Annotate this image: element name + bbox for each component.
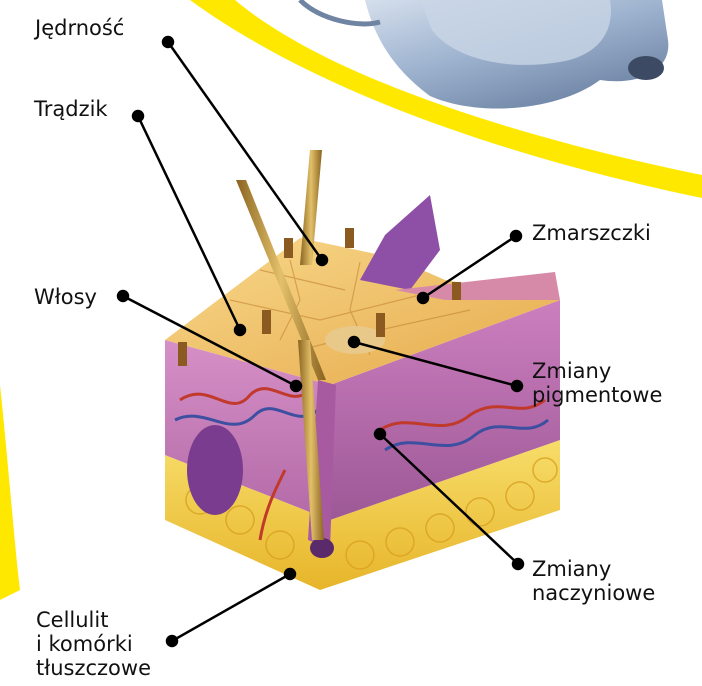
yellow-band-left [0, 385, 20, 600]
label-cellulit: Cellulit i komórki tłuszczowe [36, 608, 151, 680]
label-tradzik: Trądzik [34, 97, 108, 121]
skin-block-illustration [165, 150, 560, 590]
label-wlosy: Włosy [34, 285, 97, 309]
leader-line-jednosc [163, 37, 327, 265]
aesthetic-device-head-icon [260, 0, 668, 109]
label-zmiany-pigmentowe: Zmiany pigmentowe [532, 359, 662, 407]
label-jednosc: Jędrność [35, 16, 124, 40]
label-zmarszczki: Zmarszczki [532, 221, 651, 245]
leader-line-cellulit [167, 569, 295, 646]
label-zmiany-naczyniowe: Zmiany naczyniowe [532, 557, 655, 605]
